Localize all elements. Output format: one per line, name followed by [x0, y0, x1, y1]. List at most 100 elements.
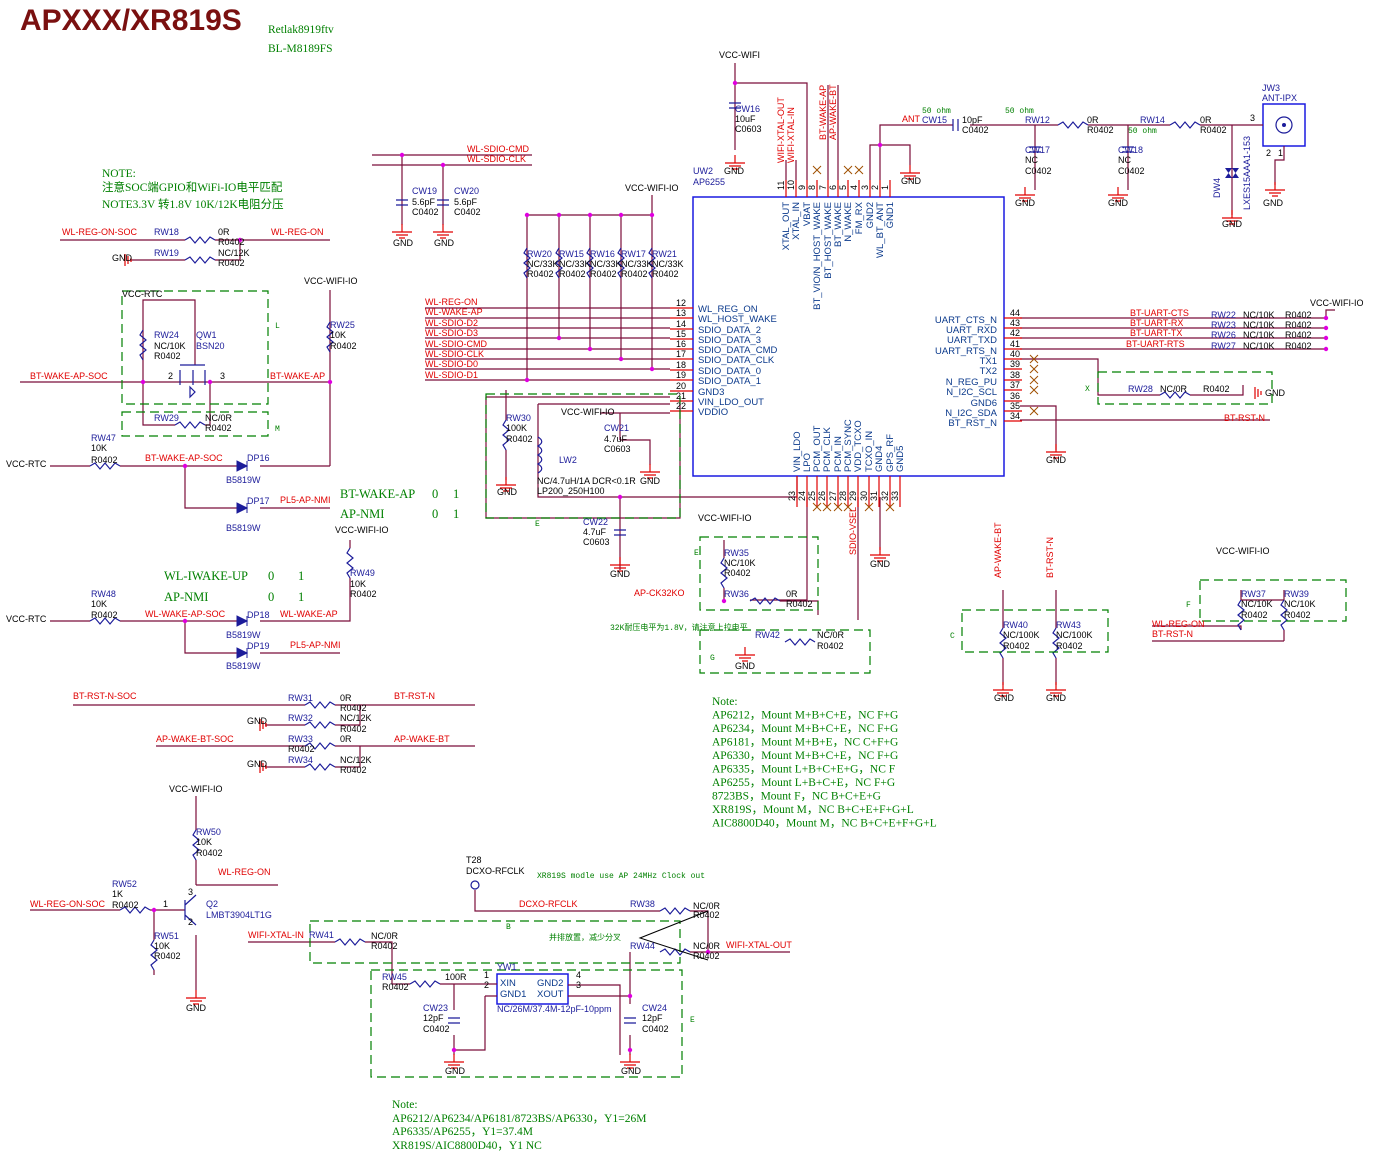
parts-rw31-label: RW31	[288, 693, 313, 703]
test-point-icon[interactable]	[470, 880, 480, 890]
values-nc100k-label: NC/100K	[1056, 630, 1093, 640]
ground-icon	[1265, 182, 1285, 197]
junction-dot	[618, 356, 624, 362]
values-v5p6pf-label: 5.6pF	[454, 197, 478, 207]
transistor-q2-icon	[184, 894, 197, 926]
no-connect-icon	[833, 502, 843, 512]
common-r0402-label: R0402	[590, 269, 617, 279]
values-nc33k-label: NC/33K	[590, 259, 622, 269]
nets-wl-reg-on-label: WL-REG-ON	[1152, 619, 1205, 629]
rw18-symbol	[184, 236, 216, 244]
common-gnd-label: GND	[434, 238, 455, 248]
common-vcc-rtc-label: VCC-RTC	[6, 614, 47, 624]
pin-number: 31	[869, 491, 879, 501]
common-c0402-label: C0402	[412, 207, 439, 217]
common-c0402-label: C0402	[962, 125, 989, 135]
rw42-symbol	[784, 638, 816, 646]
values-xtal-label: NC/26M/37.4M-12pF-10ppm	[497, 1004, 612, 1014]
parts-rw28-label: RW28	[1128, 384, 1153, 394]
nets-bt-rst-n-label: BT-RST-N	[1152, 629, 1193, 639]
common-r0402-label: R0402	[340, 765, 367, 775]
parallel-note: 并排放置，减少分叉	[549, 932, 621, 943]
common-c0402-label: C0402	[454, 207, 481, 217]
common-r0402-label: R0402	[693, 951, 720, 961]
ground-icon	[496, 477, 516, 492]
parts-rw29-label: RW29	[154, 413, 179, 423]
junction-dot	[237, 237, 243, 243]
parts-rw16-label: RW16	[590, 249, 615, 259]
options-e-label: E	[690, 1016, 695, 1025]
common-r0402-label: R0402	[154, 951, 181, 961]
crystal-note-line: AP6212/AP6234/AP6181/8723BS/AP6330，Y1=26…	[392, 1113, 646, 1125]
nets-bt-uart-tx-label: BT-UART-TX	[1130, 328, 1182, 338]
parts-dw4-label: DW4	[1212, 178, 1222, 198]
common-c0603-label: C0603	[735, 124, 762, 134]
common-r0402-label: R0402	[693, 910, 720, 920]
rw47-symbol	[89, 462, 121, 470]
no-connect-icon	[854, 165, 864, 175]
parts-cw22-label: CW22	[583, 517, 608, 527]
parts-rw24-label: RW24	[154, 330, 179, 340]
values-b5819w-label: B5819W	[226, 523, 261, 533]
common-r0402-label: R0402	[205, 423, 232, 433]
common-gnd-label: GND	[994, 693, 1015, 703]
pin-number: 36	[1010, 391, 1020, 401]
common-c0603-label: C0603	[583, 537, 610, 547]
nets-bt-rst-n-label: BT-RST-N	[1224, 413, 1265, 423]
pin-name: N_I2C_SCL	[946, 387, 997, 398]
crystal-note-line: Note:	[392, 1099, 418, 1111]
no-connect-icon	[1029, 385, 1039, 395]
parts-rw26-label: RW26	[1211, 330, 1236, 340]
pin-name: WL_HOST_WAKE	[698, 314, 777, 325]
cw16-symbol	[729, 102, 741, 109]
nets-wl-reg-on-label: WL-REG-ON	[218, 867, 271, 877]
ground-icon	[392, 224, 412, 239]
no-connect-icon	[843, 165, 853, 175]
common-r0402-label: R0402	[1003, 641, 1030, 651]
option-box-C	[961, 609, 1109, 653]
rw51-symbol	[150, 939, 158, 971]
parts-cw18-label: CW18	[1118, 145, 1143, 155]
rw12-symbol	[1057, 121, 1089, 129]
nets-bt-rst-n-soc-label: BT-RST-N-SOC	[73, 691, 137, 701]
no-connect-icon	[812, 502, 822, 512]
common-r0402-label: R0402	[218, 258, 245, 268]
values-n2-label: 2	[168, 371, 173, 381]
common-r0402-label: R0402	[1056, 641, 1083, 651]
values-v10uf-label: 10uF	[735, 114, 756, 124]
values-nc0r-label: NC/0R	[205, 413, 233, 423]
pin-name: GND5	[895, 446, 906, 472]
common-vcc-rtc-label: VCC-RTC	[6, 459, 47, 469]
pin-name: PCM_CLK	[822, 426, 833, 472]
ground-icon	[433, 224, 453, 239]
values-v0r-label: 0R	[1087, 115, 1099, 125]
values-nc0r-label: NC/0R	[693, 901, 721, 911]
parts-cw23-label: CW23	[423, 1003, 448, 1013]
common-r0402-label: R0402	[817, 641, 844, 651]
module-ref: UW2	[693, 166, 713, 176]
values-v0r-label: 0R	[340, 693, 352, 703]
parts-rw30-label: RW30	[506, 413, 531, 423]
common-r0402-label: R0402	[1203, 384, 1230, 394]
values-n2-label: 2	[1266, 148, 1271, 158]
mount-note-line: AP6181，Mount M+B+E，NC C+F+G	[712, 737, 898, 749]
parts-ant-ipx-label: ANT-IPX	[1262, 93, 1297, 103]
symbol-layer	[89, 80, 1329, 1069]
clock-note: XR819S modle use AP 24MHz Clock out	[537, 872, 705, 881]
parts-rw12-label: RW12	[1025, 115, 1050, 125]
cw18-symbol	[1122, 146, 1134, 153]
common-vcc-wifi-label: VCC-WIFI	[719, 50, 760, 60]
pin-name: VIN_LDO	[792, 431, 803, 472]
common-r0402-label: R0402	[371, 941, 398, 951]
parts-q2-label: Q2	[206, 899, 218, 909]
values-nc100k-label: NC/100K	[1003, 630, 1040, 640]
diode-dp19-icon	[236, 647, 249, 659]
values-nc0r-label: NC/0R	[693, 941, 721, 951]
ground-icon	[1046, 682, 1066, 697]
pin-number: 27	[828, 491, 838, 501]
rw30-symbol	[502, 419, 510, 451]
values-v12pf-label: 12pF	[423, 1013, 444, 1023]
nets-ap-ck32ko-label: AP-CK32KO	[634, 588, 685, 598]
parts-yw1-pins-2-label: GND1	[500, 989, 526, 1000]
ground-icon	[1015, 187, 1035, 202]
